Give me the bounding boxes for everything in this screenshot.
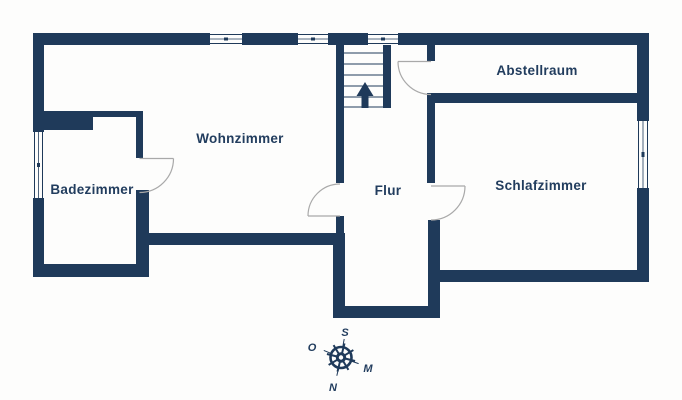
room-label-badezimmer: Badezimmer — [50, 182, 134, 197]
wall-segment — [33, 111, 93, 130]
wall-segment — [336, 43, 344, 183]
walls — [33, 33, 649, 318]
window — [368, 33, 398, 45]
compass-pointer — [342, 338, 345, 347]
wall-segment — [427, 45, 435, 61]
wall-segment — [336, 216, 344, 236]
wall-segment — [427, 96, 435, 183]
window — [637, 121, 649, 188]
room-label-flur: Flur — [375, 183, 402, 198]
wall-segment — [140, 233, 345, 245]
room-labels: Badezimmer Wohnzimmer Flur Abstellraum S… — [50, 63, 587, 198]
door-wohnzimmer — [307, 183, 341, 217]
windows — [33, 33, 649, 198]
compass-pointer — [351, 360, 359, 365]
wall-segment — [333, 306, 440, 318]
wall-segment — [33, 264, 149, 277]
door-swing-arc — [139, 158, 175, 194]
room-label-schlafzimmer: Schlafzimmer — [495, 178, 587, 193]
door-swing-arc — [430, 185, 466, 221]
wall-segment — [33, 33, 210, 45]
compass-letter-bottom: N — [329, 382, 338, 394]
wall-segment — [92, 111, 143, 117]
compass-letter-left: O — [308, 342, 317, 354]
wall-segment — [328, 33, 368, 45]
compass-pointers — [323, 338, 359, 376]
door-abstellraum — [397, 60, 432, 96]
window — [210, 33, 242, 45]
compass-letters: S O M N — [308, 327, 374, 394]
wall-segment — [427, 93, 649, 103]
compass-letter-right: M — [363, 363, 373, 375]
door-badezimmer — [139, 157, 175, 194]
wall-segment — [136, 111, 143, 158]
wall-segment — [242, 33, 298, 45]
wall-segment — [33, 43, 44, 132]
compass-ring — [329, 345, 353, 370]
window — [298, 33, 328, 45]
wall-segment — [428, 220, 440, 318]
wall-segment — [333, 236, 345, 318]
wall-segment — [33, 198, 44, 277]
wall-segment — [637, 188, 649, 282]
window — [33, 132, 44, 198]
compass-pointer — [336, 368, 340, 376]
stairs-up-arrow-icon — [356, 82, 374, 108]
room-label-abstellraum: Abstellraum — [496, 63, 577, 78]
compass-hub-center — [338, 355, 344, 360]
door-swing-arc — [307, 183, 341, 217]
wall-segment — [428, 270, 649, 282]
compass-letter-top: S — [341, 327, 349, 339]
doors — [139, 60, 466, 221]
wall-segment — [637, 33, 649, 121]
wall-segment — [383, 43, 391, 108]
compass-rose-icon — [323, 338, 359, 376]
staircase — [344, 52, 383, 108]
compass-pointer — [323, 349, 331, 354]
wall-segment — [398, 33, 649, 45]
door-schlafzimmer — [430, 185, 466, 221]
door-swing-arc — [397, 61, 432, 96]
room-label-wohnzimmer: Wohnzimmer — [196, 131, 284, 146]
